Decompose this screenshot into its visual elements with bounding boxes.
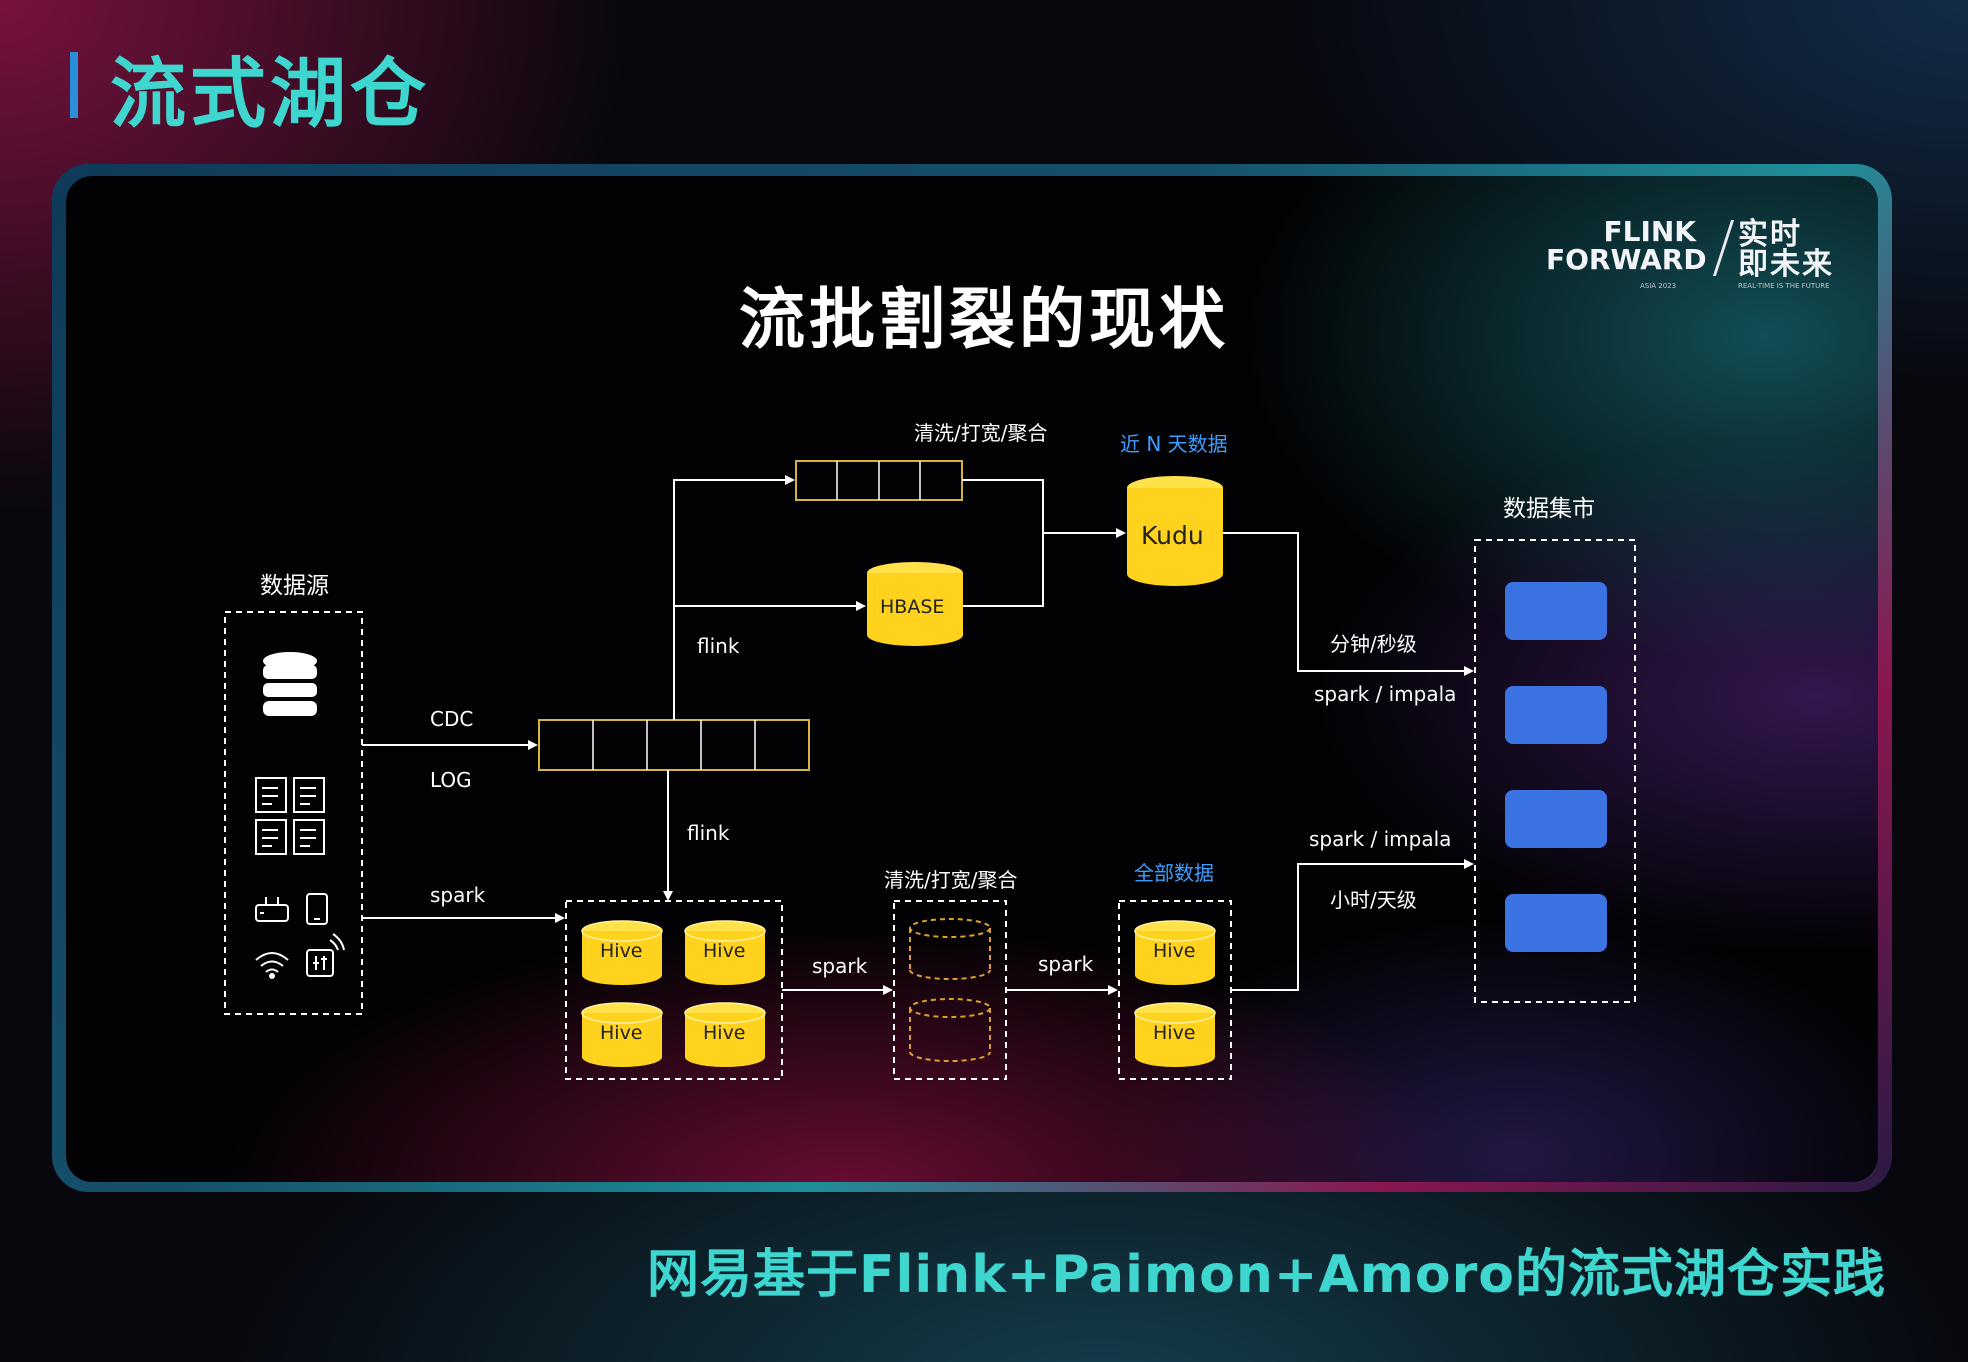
spark-impala-bottom-label: spark / impala	[1309, 827, 1452, 851]
mart-block-1	[1505, 582, 1607, 640]
spark-label-source: spark	[430, 883, 486, 907]
kudu-cylinder	[1127, 476, 1223, 586]
temp-cylinder-2	[909, 998, 991, 1062]
hbase-label: HBASE	[880, 596, 945, 618]
hive-label-3: Hive	[600, 1022, 643, 1044]
hive-label-4: Hive	[703, 1022, 746, 1044]
spark-label-hive: spark	[812, 954, 868, 978]
log-files-icon	[255, 777, 325, 855]
spark-impala-top-label: spark / impala	[1314, 682, 1457, 706]
hive-label-6: Hive	[1153, 1022, 1196, 1044]
slide-title: 流批割裂的现状	[739, 281, 1229, 358]
message-queue	[538, 719, 810, 771]
clean-bottom-label: 清洗/打宽/聚合	[884, 868, 1018, 892]
queue-to-kudu-line	[962, 479, 1044, 533]
mart-block-2	[1505, 686, 1607, 744]
all-data-label: 全部数据	[1134, 861, 1214, 885]
flink-to-queue-arrow	[673, 475, 795, 720]
hbase-to-kudu-line	[963, 533, 1044, 607]
hour-label: 小时/天级	[1330, 888, 1417, 912]
footer-title: 网易基于Flink+Paimon+Amoro的流式湖仓实践	[647, 1245, 1886, 1305]
data-mart-box	[1474, 539, 1636, 1003]
logo-tagline-right: REAL-TIME IS THE FUTURE	[1738, 282, 1830, 290]
minute-label: 分钟/秒级	[1330, 632, 1417, 656]
logo-tagline-left: ASIA 2023	[1640, 282, 1677, 290]
hive-label-1: Hive	[600, 940, 643, 962]
hive-group-box	[565, 900, 783, 1080]
kudu-to-mart-arrow	[1223, 532, 1474, 676]
log-label: LOG	[430, 768, 472, 792]
section-title: 流式湖仓	[110, 49, 430, 138]
flink-up-label: flink	[697, 634, 740, 658]
hive-label-2: Hive	[703, 940, 746, 962]
slide-panel	[66, 176, 1878, 1182]
hbase-cylinder	[867, 562, 963, 646]
iot-devices-icon	[255, 893, 345, 979]
aggregation-queue	[795, 460, 963, 501]
cdc-label: CDC	[430, 707, 474, 731]
source-label: 数据源	[260, 573, 329, 599]
logo-cn: 实时即未来	[1738, 217, 1834, 282]
recent-data-label: 近 N 天数据	[1120, 432, 1228, 456]
mart-block-4	[1505, 894, 1607, 952]
spark-label-clean: spark	[1038, 952, 1094, 976]
mart-block-3	[1505, 790, 1607, 848]
source-box	[224, 611, 363, 1015]
temp-cylinder-1	[909, 918, 991, 980]
header-accent-bar	[70, 52, 78, 118]
flink-down-label: flink	[687, 821, 730, 845]
data-mart-label: 数据集市	[1503, 496, 1595, 522]
all-to-mart-arrow	[1231, 859, 1474, 991]
kudu-label: Kudu	[1141, 521, 1204, 550]
database-icon	[263, 652, 317, 716]
clean-top-label: 清洗/打宽/聚合	[914, 421, 1048, 445]
hive-label-5: Hive	[1153, 940, 1196, 962]
